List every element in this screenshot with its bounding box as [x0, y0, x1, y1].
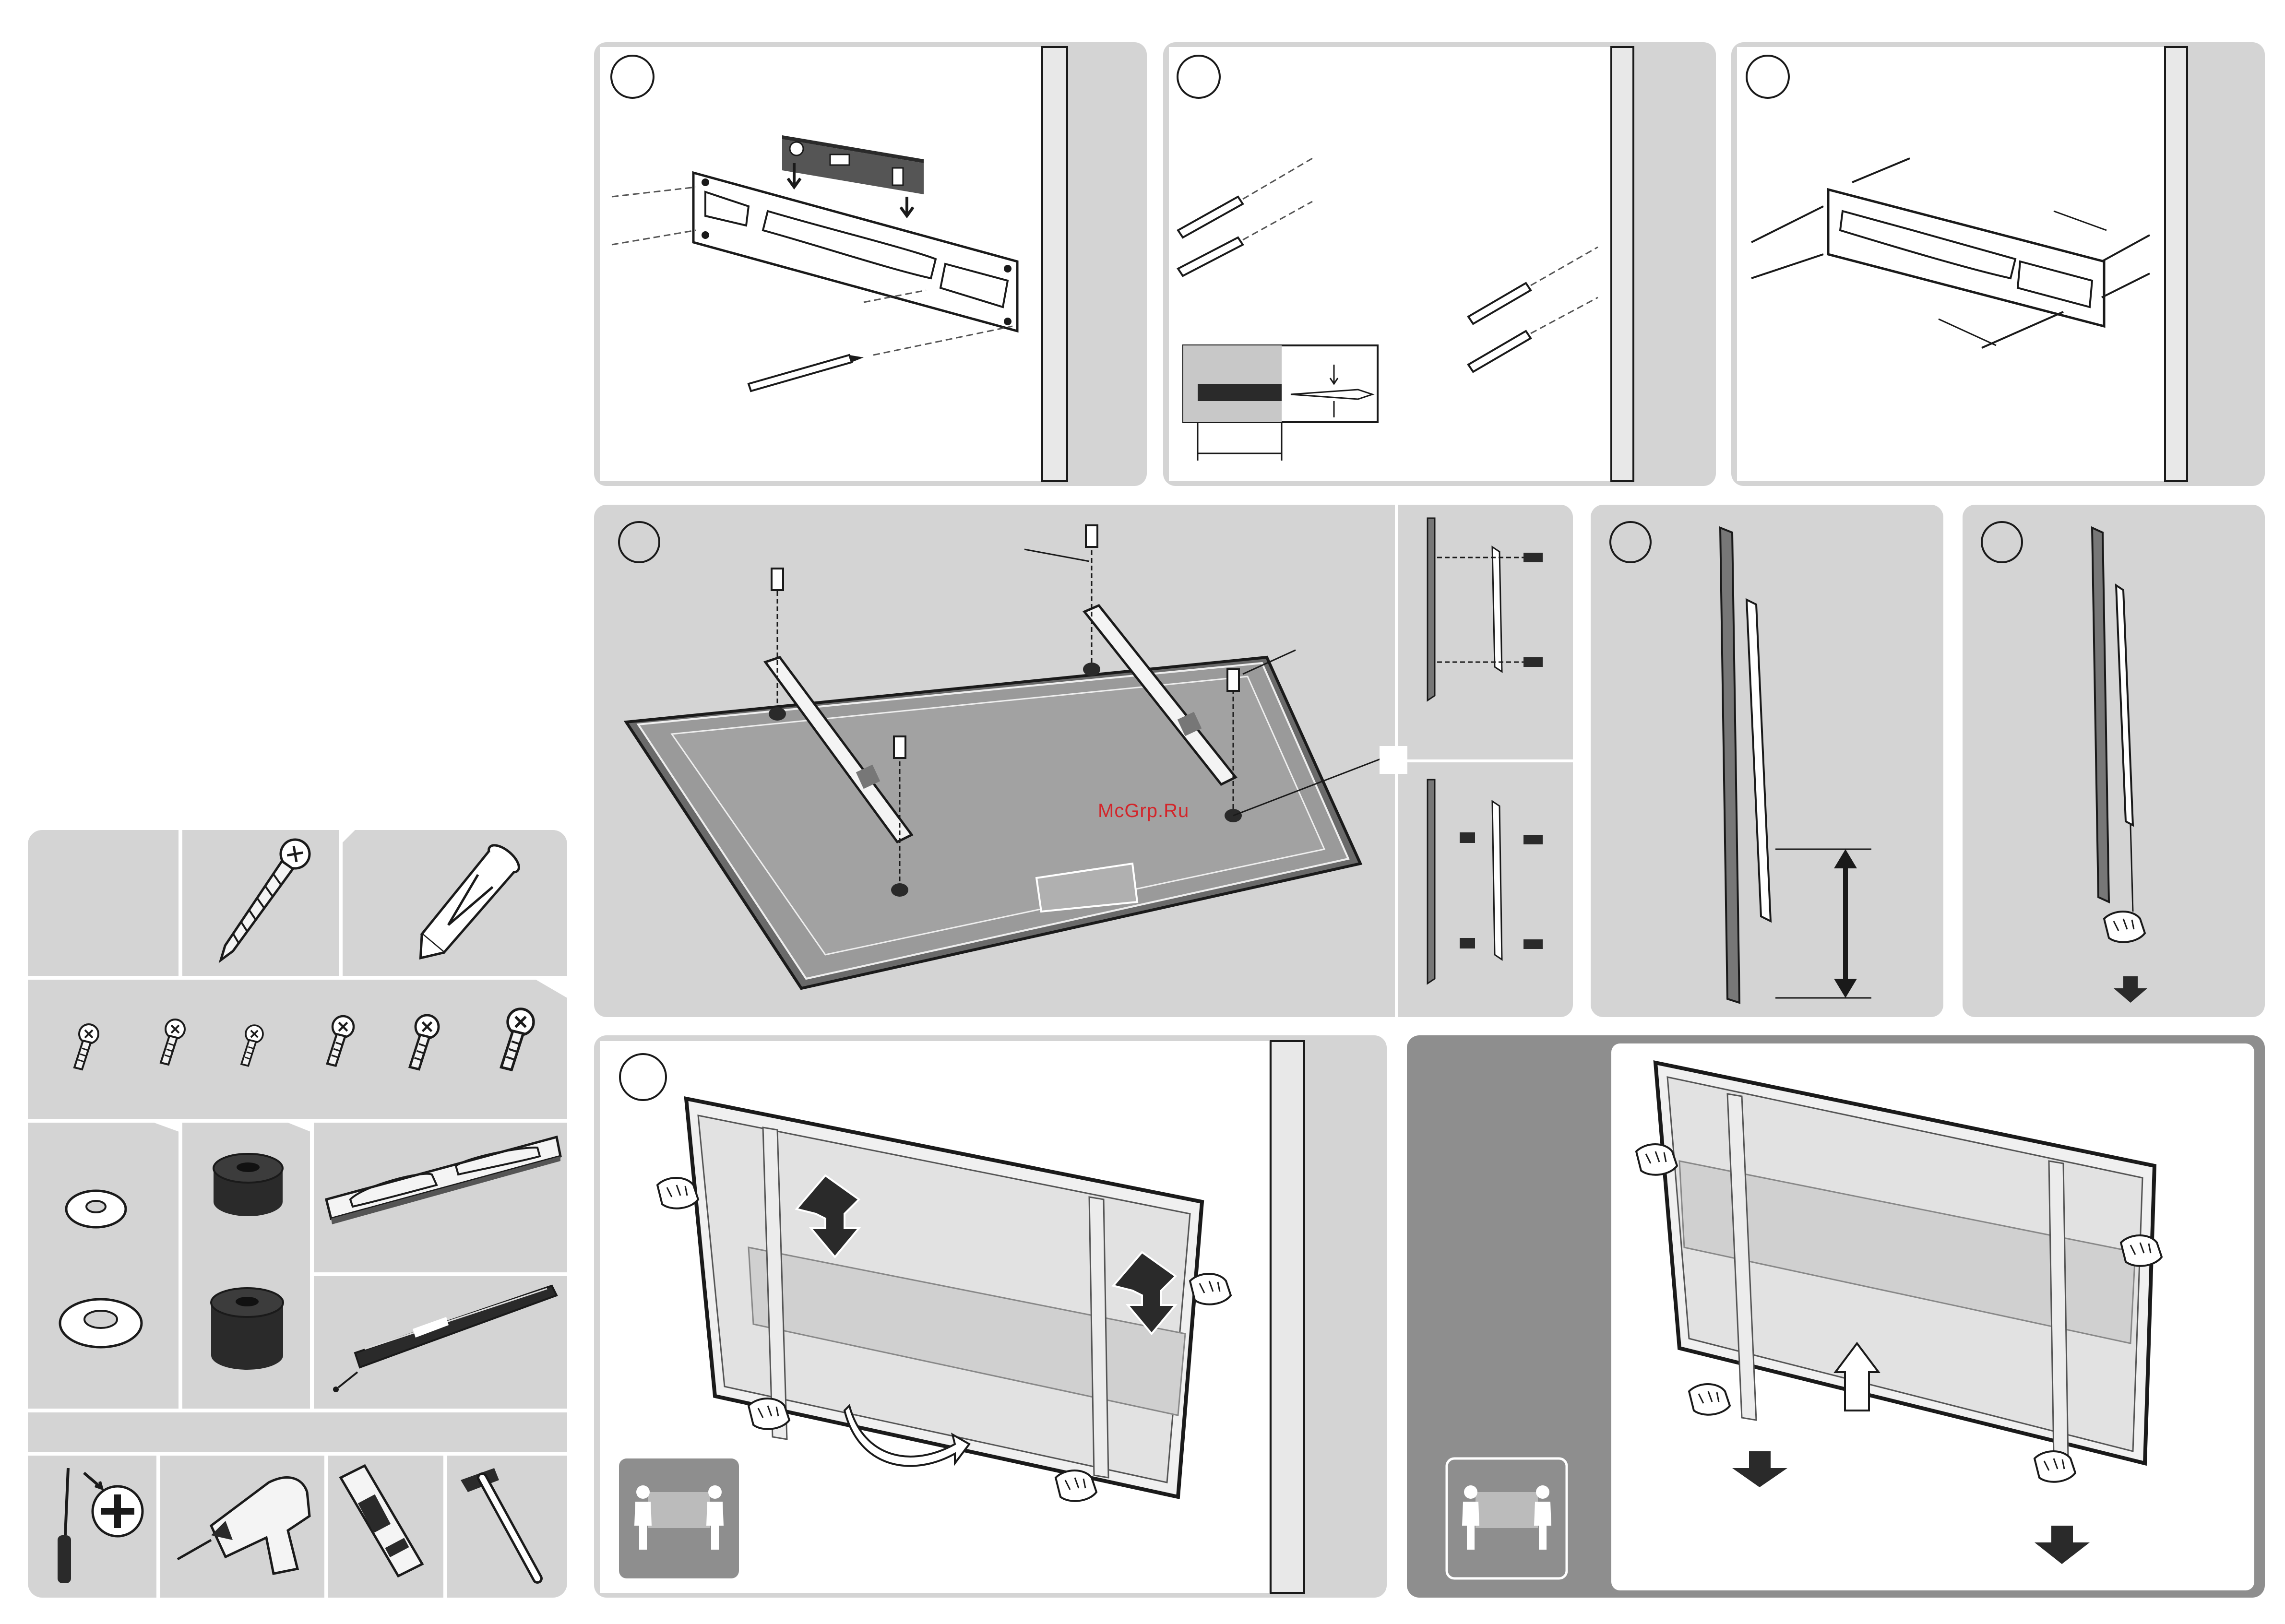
washer-small-icon [66, 1191, 126, 1227]
spacer-short-icon [214, 1154, 283, 1216]
two-person-badge [1447, 1458, 1567, 1578]
step-number-circle [1747, 56, 1789, 98]
step-panel-5 [1591, 505, 1943, 1017]
step-panel-1 [594, 42, 1147, 486]
step-panel-3 [1731, 42, 2265, 486]
step-panel-4 [594, 505, 1573, 1017]
watermark-text: McGrp.Ru [1098, 800, 1189, 822]
two-person-badge [619, 1458, 739, 1578]
step-panel-8 [1407, 1035, 2265, 1598]
step-number-circle [620, 1054, 666, 1100]
washer-large-icon [60, 1299, 142, 1347]
step-number-circle [1178, 56, 1220, 98]
step-number-circle [611, 56, 654, 98]
step-panel-6 [1963, 505, 2265, 1017]
spacer-long-icon [211, 1288, 283, 1370]
step-panel-2 [1163, 42, 1716, 486]
step-panel-7 [594, 1035, 1387, 1598]
hand-pulling-icon [2104, 912, 2145, 942]
parts-kit [28, 830, 567, 1598]
